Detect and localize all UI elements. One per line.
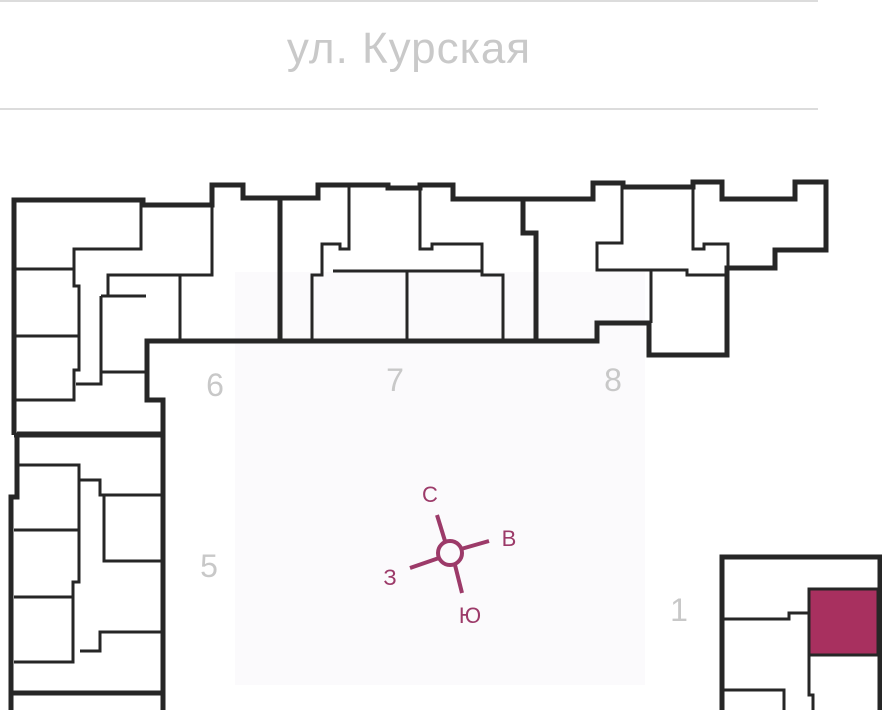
section-label-1: 1 — [670, 592, 688, 628]
wall-section-1 — [719, 554, 882, 710]
interior-walls-6 — [14, 200, 214, 402]
compass-west: З — [383, 565, 396, 590]
street-top-line — [0, 0, 818, 2]
section-label-8: 8 — [604, 362, 622, 398]
selected-unit[interactable] — [807, 587, 880, 657]
compass-south: Ю — [459, 603, 481, 628]
courtyard — [235, 272, 645, 685]
compass-north: С — [422, 482, 438, 507]
interior-walls-8 — [595, 182, 730, 323]
wall-section-5 — [8, 431, 166, 710]
section-label-7: 7 — [386, 362, 404, 398]
section-label-6: 6 — [206, 367, 224, 403]
interior-walls-7 — [310, 185, 505, 341]
interior-walls-5 — [14, 463, 163, 664]
street-name: ул. Курская — [286, 24, 532, 73]
street-bottom-line — [0, 108, 818, 110]
compass-icon — [409, 514, 490, 594]
compass-east: В — [502, 526, 517, 551]
interior-walls-1 — [722, 611, 815, 710]
section-label-5: 5 — [200, 548, 218, 584]
